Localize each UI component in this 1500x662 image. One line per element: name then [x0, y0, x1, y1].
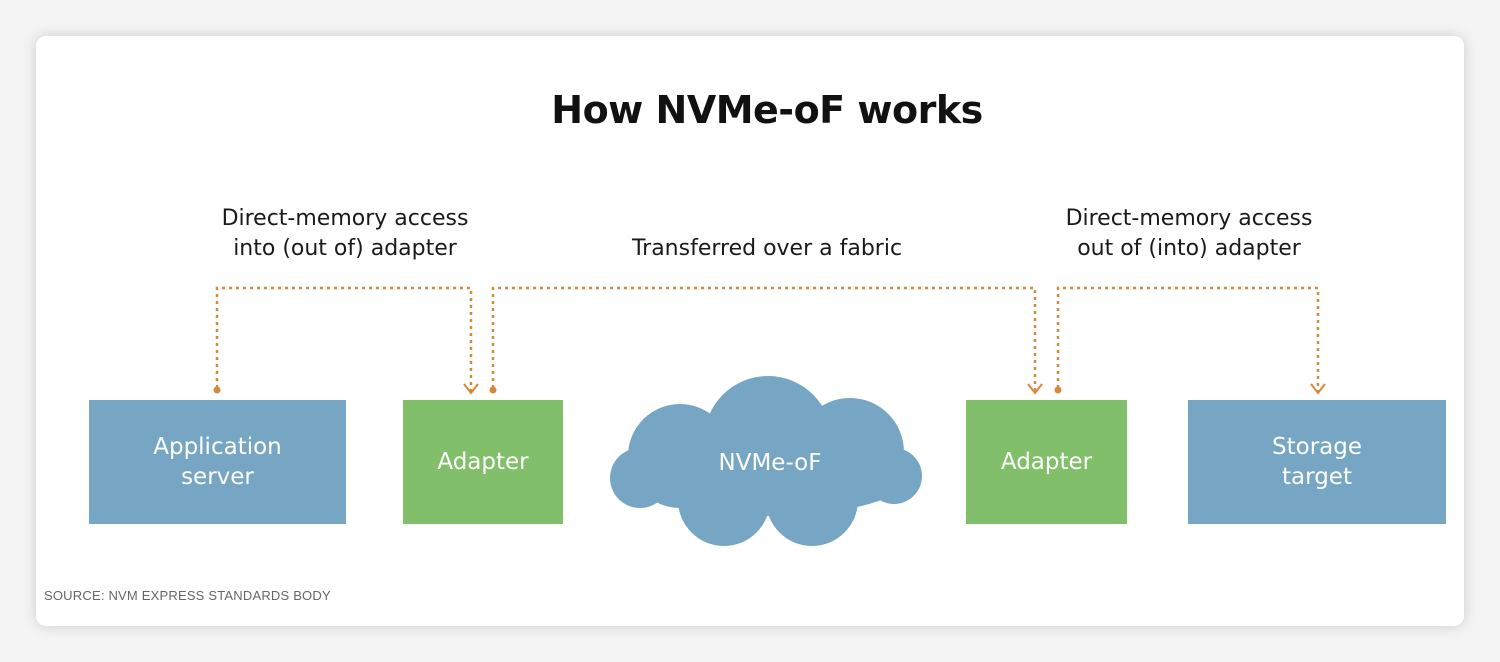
connector-dot-left-adapter [489, 386, 497, 394]
right-dma-label: Direct-memory access out of (into) adapt… [1044, 204, 1334, 264]
connector-left-adapter-to-right-adapter [491, 286, 1037, 392]
application-server-label-line-1: Application [153, 434, 282, 460]
diagram-title: How NVMe-oF works [551, 88, 983, 132]
arrowhead-right-adapter [1027, 383, 1043, 395]
adapter-right-box: Adapter [966, 400, 1127, 524]
right-dma-label-line-2: out of (into) adapter [1077, 236, 1301, 261]
connector-dot-app [213, 386, 221, 394]
fabric-label: Transferred over a fabric [631, 236, 903, 261]
left-dma-label: Direct-memory access into (out of) adapt… [200, 204, 490, 264]
adapter-left-box: Adapter [403, 400, 563, 524]
adapter-left-label: Adapter [437, 449, 529, 475]
application-server-label-line-2: server [181, 464, 254, 490]
nvme-of-cloud [610, 376, 922, 546]
left-dma-label-line-1: Direct-memory access [221, 206, 469, 231]
connector-app-to-left-adapter [215, 286, 473, 392]
source-credit: SOURCE: NVM EXPRESS STANDARDS BODY [44, 588, 331, 603]
storage-target-label-line-2: target [1282, 464, 1352, 490]
application-server-box: Application server [89, 400, 346, 524]
arrowhead-storage [1310, 383, 1326, 395]
connector-right-adapter-to-storage [1056, 286, 1320, 392]
left-dma-label-line-2: into (out of) adapter [233, 236, 457, 261]
storage-target-box: Storage target [1188, 400, 1446, 524]
connector-dot-right-adapter [1054, 386, 1062, 394]
adapter-right-label: Adapter [1000, 449, 1093, 475]
arrowhead-left-adapter [463, 383, 479, 395]
storage-target-label-line-1: Storage [1272, 434, 1362, 460]
right-dma-label-line-1: Direct-memory access [1065, 206, 1313, 231]
cloud-label: NVMe-oF [718, 450, 822, 476]
